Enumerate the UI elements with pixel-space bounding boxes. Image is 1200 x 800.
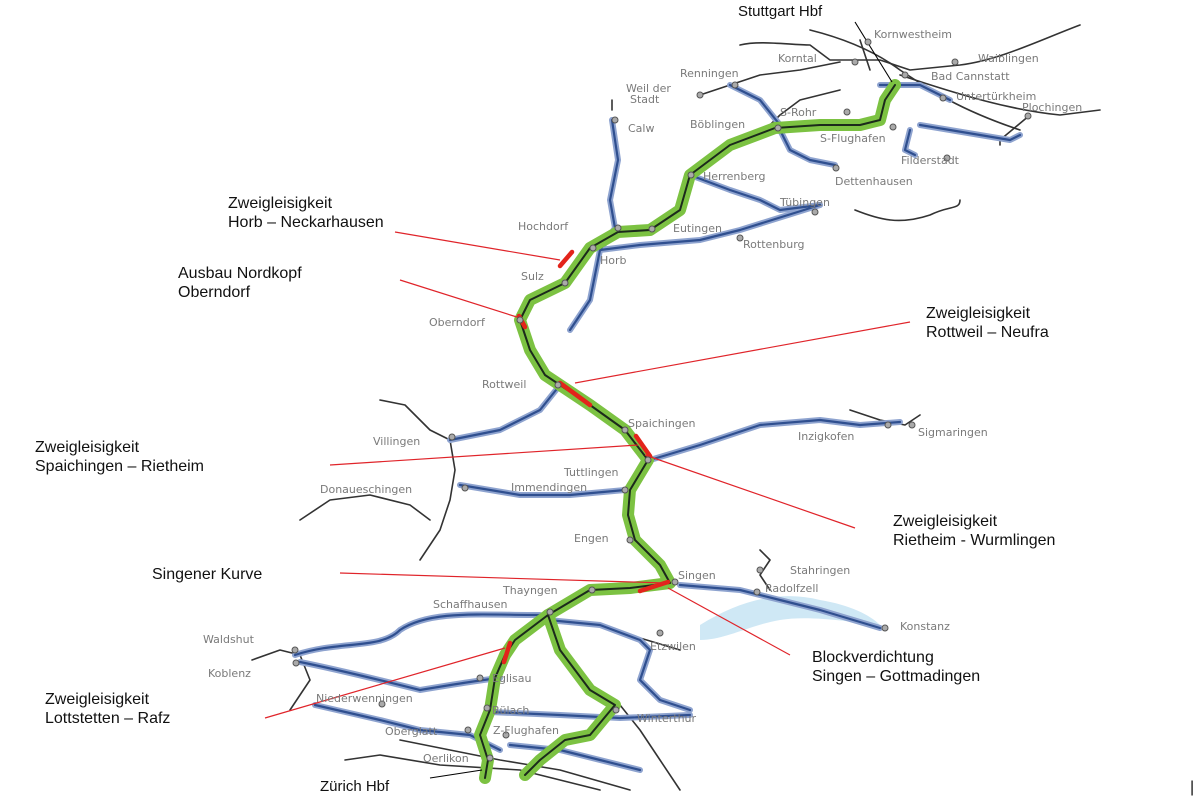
station-label: Calw — [628, 122, 654, 135]
station-label: Etzwilen — [650, 640, 696, 653]
station-label: Schaffhausen — [433, 598, 508, 611]
station-label: Oberndorf — [429, 316, 486, 329]
zurich-hbf-label: Zürich Hbf — [320, 778, 390, 795]
station-label: Filderstadt — [901, 154, 960, 167]
station-label: Waldshut — [203, 633, 255, 646]
lake-constance — [700, 596, 880, 640]
station-label: Eglisau — [492, 672, 532, 685]
station-label: Böblingen — [690, 118, 745, 131]
station-label: Singen — [678, 569, 716, 582]
station-dots — [291, 38, 1032, 762]
annotation-block-line2: Singen – Gottmadingen — [812, 668, 980, 685]
station-label: Rottenburg — [743, 238, 805, 251]
station-label: S-Rohr — [780, 106, 817, 119]
annotation-spaichingen-line1: Zweigleisigkeit — [35, 439, 140, 456]
other-rail-lines — [251, 24, 1101, 791]
station-label: Waiblingen — [978, 52, 1039, 65]
station-label: Radolfzell — [765, 582, 818, 595]
annotation-rottweil-line1: Zweigleisigkeit — [926, 305, 1031, 322]
station-label: Herrenberg — [703, 170, 765, 183]
station-label: Donaueschingen — [320, 483, 412, 496]
annotation-oberndorf-line1: Ausbau Nordkopf — [178, 265, 302, 282]
station-label: Kornwestheim — [874, 28, 952, 41]
station-label: Eutingen — [673, 222, 722, 235]
station-label: Renningen — [680, 67, 739, 80]
annotation-oberndorf-line2: Oberndorf — [178, 284, 251, 301]
station-label: Dettenhausen — [835, 175, 913, 188]
annotation-rietheim-line2: Rietheim - Wurmlingen — [893, 532, 1055, 549]
station-label: Winterthur — [637, 712, 697, 725]
station-label: Bad Cannstatt — [931, 70, 1010, 83]
station-label: Weil der — [626, 82, 671, 95]
station-label: Stadt — [630, 93, 660, 106]
station-label: Konstanz — [900, 620, 950, 633]
stuttgart-hbf-label: Stuttgart Hbf — [738, 3, 823, 20]
annotation-horb-line1: Zweigleisigkeit — [228, 195, 333, 212]
station-label: Plochingen — [1022, 101, 1082, 114]
annotations: Zweigleisigkeit Horb – Neckarhausen Ausb… — [35, 3, 1194, 796]
station-label: Immendingen — [511, 481, 587, 494]
station-label: Tuttlingen — [563, 466, 618, 479]
station-label: Oberglatt — [385, 725, 438, 738]
station-label: Sulz — [521, 270, 544, 283]
station-label: Sigmaringen — [918, 426, 988, 439]
annotation-lottstetten-line2: Lottstetten – Rafz — [45, 710, 170, 727]
annotation-rottweil-line2: Rottweil – Neufra — [926, 324, 1049, 341]
station-label: Villingen — [373, 435, 420, 448]
station-label: Korntal — [778, 52, 817, 65]
station-label: Inzigkofen — [798, 430, 854, 443]
station-label: Z-Flughafen — [493, 724, 559, 737]
station-label: Untertürkheim — [956, 90, 1036, 103]
station-label: Oerlikon — [423, 752, 469, 765]
station-label: S-Flughafen — [820, 132, 886, 145]
station-label: Tübingen — [779, 196, 830, 209]
annotation-spaichingen-line2: Spaichingen – Rietheim — [35, 458, 204, 475]
station-label: Bülach — [492, 704, 529, 717]
annotation-singener-kurve: Singener Kurve — [152, 566, 262, 583]
station-label: Thayngen — [502, 584, 558, 597]
annotation-leaders — [264, 21, 911, 779]
station-label: Stahringen — [790, 564, 850, 577]
station-label: Horb — [600, 254, 627, 267]
station-label: Rottweil — [482, 378, 526, 391]
station-label: Hochdorf — [518, 220, 569, 233]
annotation-horb-line2: Horb – Neckarhausen — [228, 214, 384, 231]
station-labels: Kornwestheim Waiblingen Korntal Bad Cann… — [203, 28, 1082, 765]
annotation-block-line1: Blockverdichtung — [812, 649, 934, 666]
station-label: Koblenz — [208, 667, 251, 680]
annotation-lottstetten-line1: Zweigleisigkeit — [45, 691, 150, 708]
station-label: Niederwenningen — [316, 692, 413, 705]
corner-mark: | — [1190, 779, 1194, 796]
station-label: Spaichingen — [628, 417, 696, 430]
station-label: Engen — [574, 532, 609, 545]
annotation-rietheim-line1: Zweigleisigkeit — [893, 513, 998, 530]
